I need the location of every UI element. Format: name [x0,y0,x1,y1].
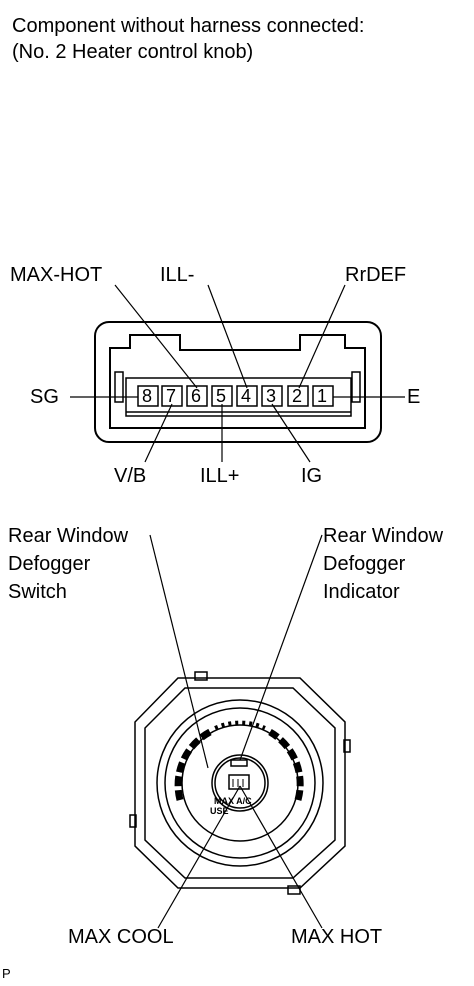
label-rear-switch-1: Rear Window [8,525,129,547]
label-rear-indicator-3: Indicator [323,581,400,603]
title-line-1: Component without harness connected: [12,15,365,37]
pin-7: 7 [166,386,177,406]
label-ill-minus: ILL- [160,264,195,286]
label-rear-indicator-1: Rear Window [323,525,444,547]
label-rrdef: RrDEF [345,264,407,286]
pin-6: 6 [191,386,202,406]
pin-1: 1 [317,386,328,406]
pin-5: 5 [216,386,227,406]
knob-leaders [149,534,323,929]
pin-8: 8 [142,386,153,406]
label-ig: IG [301,465,323,487]
defogger-indicator-slot [230,759,248,767]
label-max-cool: MAX COOL [68,926,174,948]
connector-inner-outline [109,334,366,429]
knob-body [129,671,351,895]
title-line-2: (No. 2 Heater control knob) [12,41,254,63]
connector-leaders [70,284,405,463]
label-rear-switch-2: Defogger [8,553,91,575]
label-vb: V/B [114,465,147,487]
label-ill-plus: ILL+ [200,465,240,487]
label-e: E [407,386,421,408]
label-rear-switch-3: Switch [8,581,67,603]
connector-housing [94,321,382,443]
label-sg: SG [30,386,59,408]
pin-4: 4 [241,386,252,406]
defogger-switch-button [228,774,250,790]
pin-3: 3 [266,386,277,406]
pin-2: 2 [292,386,303,406]
pin-boxes [137,385,334,407]
knob-text-use: USE [210,806,229,816]
knob-text-max-ac: MAX A/C [214,796,252,806]
footer-code: P [2,966,11,981]
label-max-hot-knob: MAX HOT [291,926,383,948]
label-max-hot: MAX-HOT [10,264,103,286]
label-rear-indicator-2: Defogger [323,553,406,575]
